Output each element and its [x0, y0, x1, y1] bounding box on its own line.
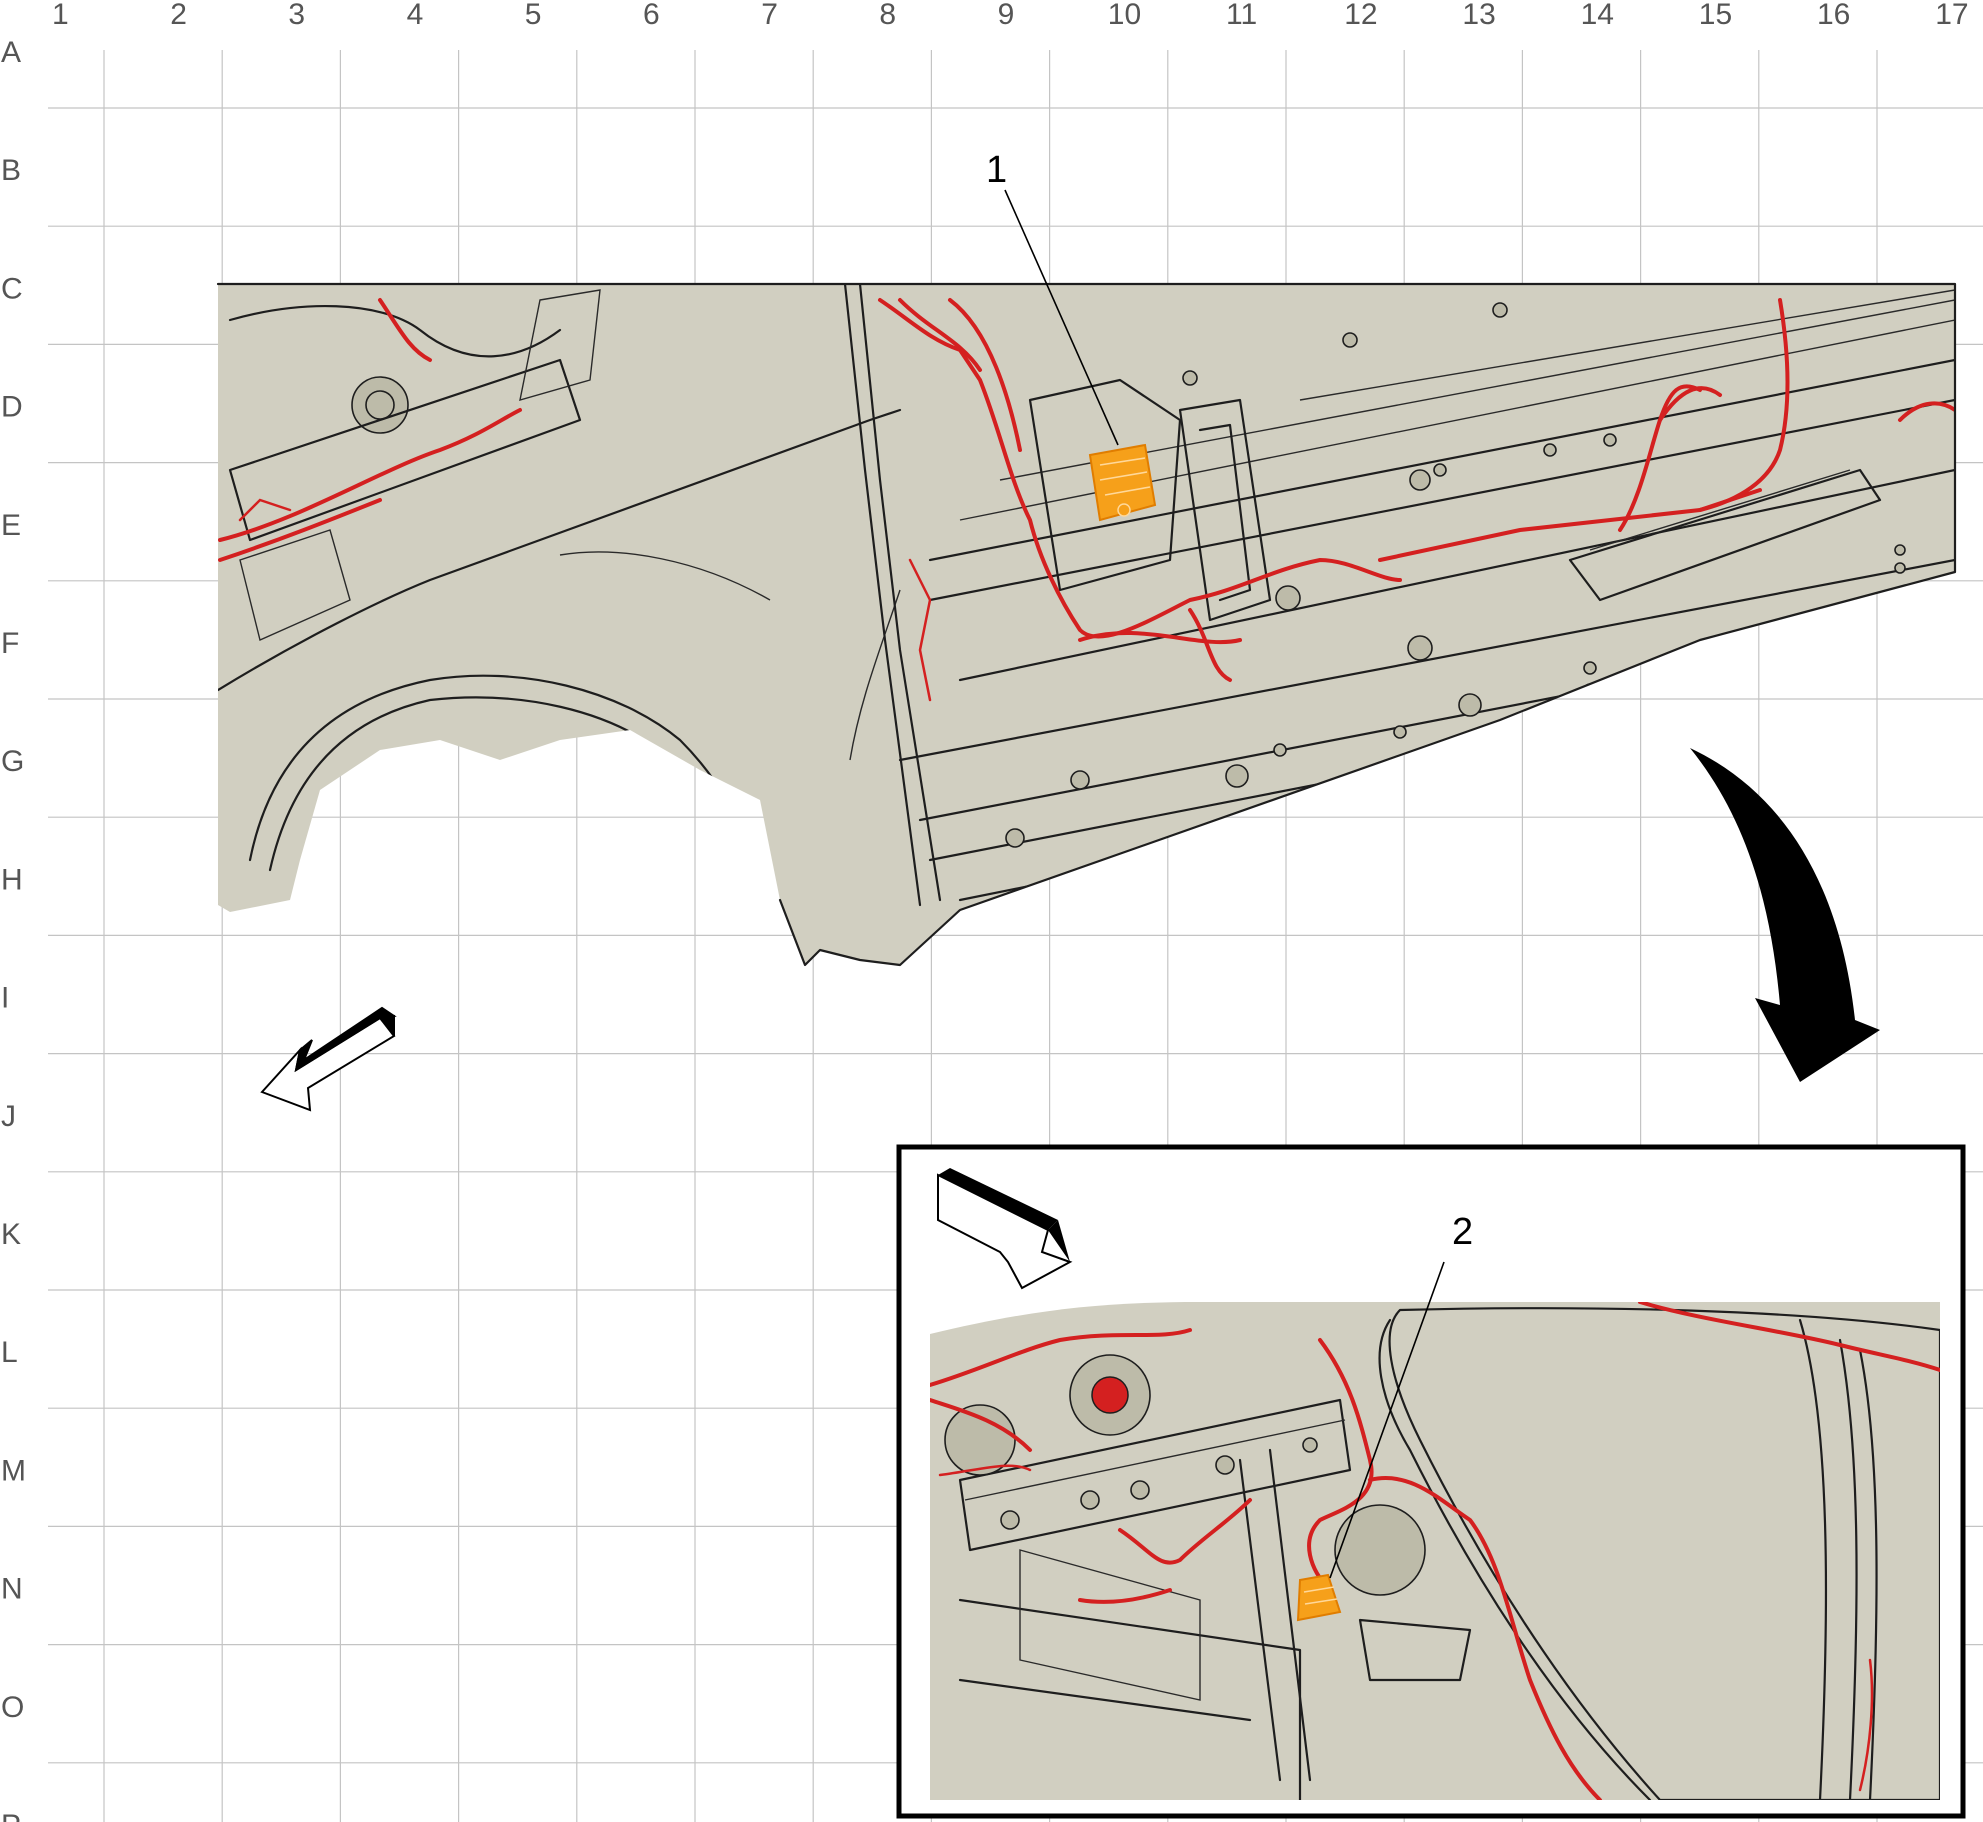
grid-row-label: E	[1, 509, 21, 542]
a-pillar	[858, 284, 942, 902]
grid-row-label: K	[1, 1218, 21, 1251]
grid-column-label: 17	[1935, 0, 1968, 31]
view-rotation-arrow-icon	[1690, 748, 1880, 1082]
grid-row-label: G	[1, 745, 24, 778]
wiring-harness-inset	[930, 1302, 1940, 1800]
grid-column-label: 14	[1581, 0, 1614, 31]
grid-row-label: H	[1, 863, 23, 896]
grid-row-label: F	[1, 627, 19, 660]
direction-arrow-icon	[937, 1168, 1073, 1290]
grid-column-label: 5	[525, 0, 542, 31]
direction-arrow-icon	[260, 1006, 397, 1112]
callout-2-label: 2	[1452, 1211, 1473, 1253]
grid-row-label: A	[1, 36, 21, 69]
main-view	[216, 282, 1957, 967]
grid-column-label: 6	[643, 0, 660, 31]
callout-1-leader	[1004, 189, 1119, 446]
grid-row-label: B	[1, 154, 21, 187]
grid-row-label: D	[1, 391, 23, 424]
callout-2-leader	[1329, 1261, 1445, 1579]
grid-column-label: 7	[761, 0, 778, 31]
grid-column-label: 15	[1699, 0, 1732, 31]
grid-row-label: L	[1, 1336, 18, 1369]
module-1	[1088, 443, 1157, 522]
wiring-harness-main	[218, 298, 1955, 702]
grid-row-label: J	[1, 1100, 16, 1133]
grid-column-label: 8	[879, 0, 896, 31]
grid-row-label: I	[1, 982, 9, 1015]
rocker-panel	[898, 558, 1955, 762]
grid-column-label: 13	[1462, 0, 1495, 31]
grid-column-label: 16	[1817, 0, 1850, 31]
grid-column-label: 3	[288, 0, 305, 31]
grid-column-label: 4	[407, 0, 424, 31]
inset-detail-view: 2	[896, 1144, 1966, 1819]
grid-column-label: 9	[998, 0, 1015, 31]
callout-1: 1	[986, 149, 1119, 446]
vehicle-body-silhouette	[218, 284, 1955, 965]
grid-row-label: C	[1, 272, 23, 305]
module-2	[1296, 1573, 1342, 1622]
grid-column-label: 2	[170, 0, 187, 31]
grid-column-label: 10	[1108, 0, 1141, 31]
front-fender	[218, 408, 902, 692]
callout-2: 2	[1329, 1211, 1473, 1579]
callout-1-label: 1	[986, 149, 1007, 191]
grid-row-labels: A B C D E F G H I J K L M N O P	[1, 36, 26, 1822]
grid-column-label: 11	[1226, 0, 1257, 31]
grid-row-label: P	[1, 1809, 21, 1822]
grid-row-label: O	[1, 1691, 24, 1724]
grid-row-label: M	[1, 1454, 26, 1487]
grid-column-label: 12	[1344, 0, 1377, 31]
grid-column-label: 1	[52, 0, 69, 31]
grid-row-label: N	[1, 1573, 23, 1606]
